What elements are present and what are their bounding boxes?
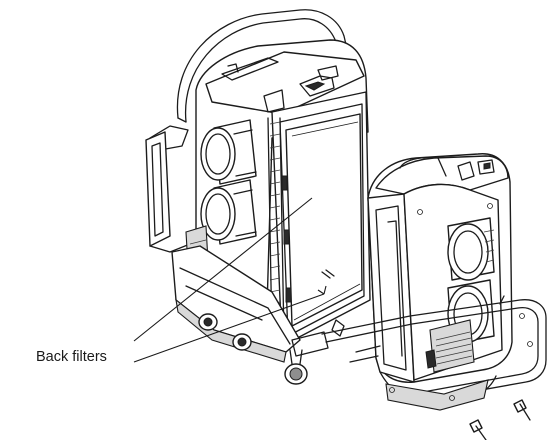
loose-screws: [469, 399, 531, 440]
leader-line-upper-filter: [133, 197, 313, 342]
right-unit-base-frame: [321, 295, 547, 411]
leader-line-lower-filter: [133, 293, 325, 363]
left-unit-body: [195, 39, 371, 347]
back-filters-label: Back filters: [36, 349, 107, 365]
right-unit-body: [367, 153, 513, 383]
left-unit-base: [171, 245, 345, 385]
left-cart-frame: [145, 9, 351, 253]
leader-arrow-tip: [317, 285, 327, 295]
